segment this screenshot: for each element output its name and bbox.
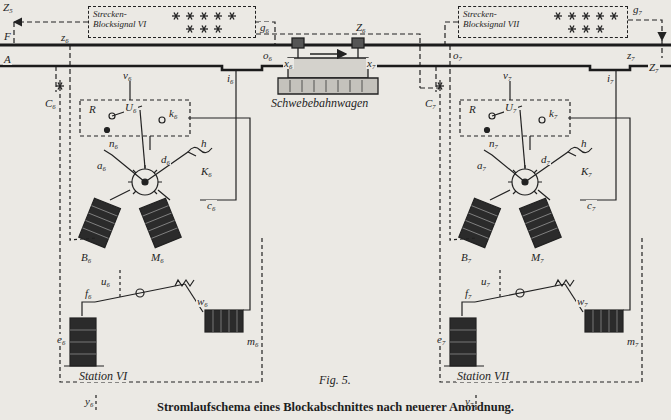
part-label: C₆ bbox=[44, 98, 57, 109]
part-label: B₆ bbox=[80, 252, 93, 263]
part-label: c₆ bbox=[206, 200, 217, 211]
part-label: Station VI bbox=[78, 370, 128, 382]
part-label: a₇ bbox=[476, 160, 487, 171]
part-label: d₇ bbox=[540, 154, 551, 165]
part-label: n₆ bbox=[108, 138, 119, 149]
part-label: Z₇ bbox=[648, 62, 660, 73]
signal-wires bbox=[14, 20, 662, 100]
part-label: M₇ bbox=[530, 252, 545, 263]
part-label: F bbox=[3, 31, 12, 42]
part-label: o₇ bbox=[452, 50, 463, 61]
part-label: d₆ bbox=[160, 154, 171, 165]
part-label: m₆ bbox=[246, 336, 260, 347]
station-seven bbox=[440, 70, 642, 410]
part-label: k₇ bbox=[548, 108, 559, 119]
part-label: a₆ bbox=[96, 160, 107, 171]
part-label: x₆ bbox=[283, 58, 294, 69]
part-label: m₇ bbox=[626, 336, 640, 347]
part-label: g₆ bbox=[259, 22, 270, 33]
part-label: Station VII bbox=[456, 370, 510, 382]
box-label: Strecken- Blocksignal VI bbox=[93, 10, 155, 30]
part-label: o₆ bbox=[262, 50, 273, 61]
part-label: c₇ bbox=[586, 200, 597, 211]
station-six bbox=[60, 70, 262, 410]
part-label: U₇ bbox=[504, 102, 518, 113]
part-label: K₆ bbox=[200, 166, 213, 177]
part-label: g₇ bbox=[632, 4, 643, 15]
part-label: Z₅ bbox=[2, 2, 14, 13]
part-label: R bbox=[88, 104, 97, 115]
part-label: A bbox=[3, 54, 12, 65]
part-label: f₆ bbox=[84, 288, 93, 299]
part-label: v₇ bbox=[502, 70, 513, 81]
part-label: y₆ bbox=[84, 396, 95, 407]
part-label: n₇ bbox=[488, 138, 499, 149]
part-label: Fig. 5. bbox=[318, 374, 352, 386]
part-label: e₇ bbox=[436, 334, 447, 345]
signal-box: Strecken- Blocksignal VII bbox=[458, 6, 628, 38]
part-label: z₇ bbox=[626, 50, 636, 61]
part-label: C₇ bbox=[424, 98, 437, 109]
part-label: u₆ bbox=[100, 276, 111, 287]
figure-caption: Stromlaufschema eines Blockabschnittes n… bbox=[0, 401, 671, 415]
part-label: w₆ bbox=[196, 296, 209, 307]
part-label: x₇ bbox=[366, 58, 377, 69]
part-label: w₇ bbox=[576, 296, 589, 307]
part-label: u₇ bbox=[480, 276, 491, 287]
box-label: Strecken- Blocksignal VII bbox=[463, 10, 525, 30]
part-label: h bbox=[200, 138, 208, 149]
part-label: R bbox=[468, 104, 477, 115]
part-label: h bbox=[580, 138, 588, 149]
part-label: K₇ bbox=[580, 166, 593, 177]
part-label: B₇ bbox=[460, 252, 473, 263]
part-label: i₆ bbox=[226, 73, 235, 84]
part-label: Schwebebahnwagen bbox=[270, 97, 369, 109]
part-label: M₆ bbox=[150, 252, 165, 263]
part-label: i₇ bbox=[606, 73, 615, 84]
part-label: k₆ bbox=[168, 108, 179, 119]
part-label: v₆ bbox=[122, 70, 133, 81]
part-label: z₆ bbox=[60, 32, 70, 43]
part-label: U₆ bbox=[124, 102, 138, 113]
part-label: f₇ bbox=[464, 288, 473, 299]
suspension-car bbox=[278, 38, 378, 94]
part-label: Z₆ bbox=[355, 22, 367, 33]
part-label: e₆ bbox=[56, 334, 67, 345]
signal-box: Strecken- Blocksignal VI bbox=[88, 6, 256, 38]
